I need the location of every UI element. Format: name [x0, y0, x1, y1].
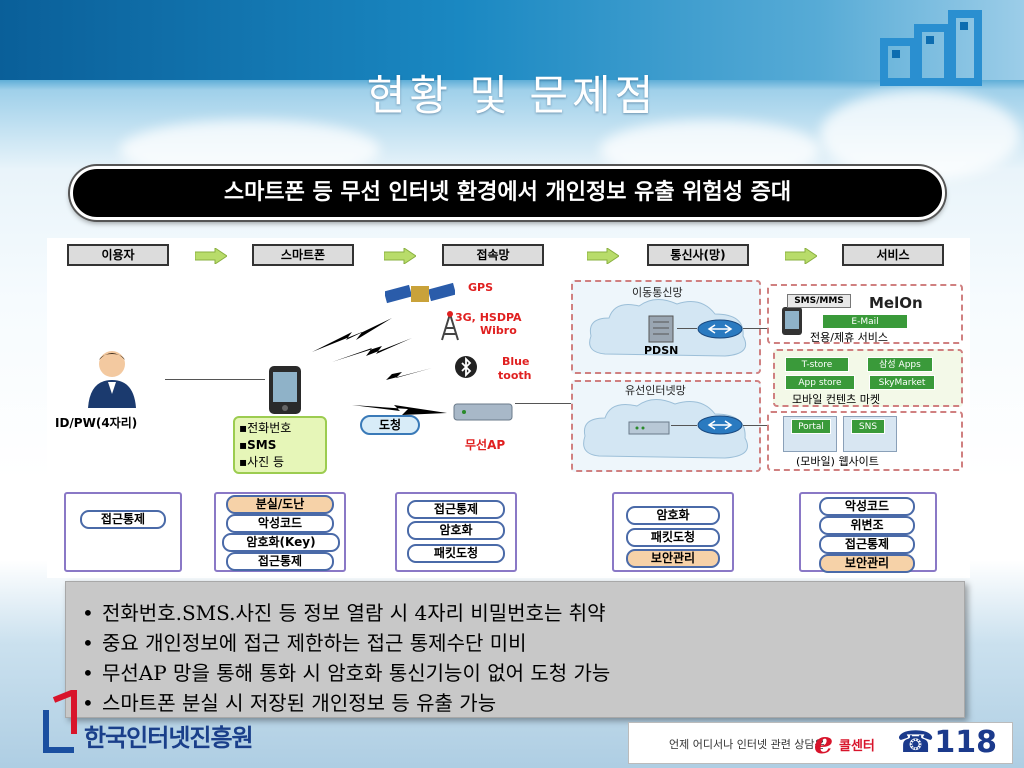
connector-line	[165, 379, 265, 380]
flow-step-user: 이용자	[67, 244, 169, 266]
wired-network-label: 유선인터넷망	[625, 384, 686, 397]
connector-line	[671, 425, 697, 426]
dedicated-service-label: 전용/제휴 서비스	[810, 331, 889, 344]
user-credential-label: ID/PW(4자리)	[55, 416, 138, 430]
connector-line	[743, 328, 773, 329]
control-item: 분실/도난	[226, 495, 334, 514]
phone-item: ▪SMS	[239, 438, 277, 452]
control-item: 악성코드	[819, 497, 915, 516]
issue-item: 스마트폰 분실 시 저장된 개인정보 등 유출 가능	[82, 688, 964, 718]
control-box-access-network: 접근통제 암호화 패킷도청	[395, 492, 517, 572]
wireless-ap-label: 무선AP	[465, 438, 506, 452]
issue-item: 전화번호.SMS.사진 등 정보 열람 시 4자리 비밀번호는 취약	[82, 598, 964, 628]
flow-step-access-network: 접속망	[442, 244, 544, 266]
call-center-number: ☎118	[897, 725, 997, 760]
control-item: 접근통제	[407, 500, 505, 519]
headline-banner: 스마트폰 등 무선 인터넷 환경에서 개인정보 유출 위험성 증대	[70, 166, 945, 220]
control-box-carrier: 암호화 패킷도청 보안관리	[612, 492, 734, 572]
samsung-apps-badge: 삼성 Apps	[867, 357, 933, 372]
wireless-ap-icon	[453, 403, 513, 421]
tstore-badge: T-store	[785, 357, 849, 372]
smartphone-icon	[782, 307, 802, 335]
flow-arrow-icon	[587, 248, 619, 264]
network-3g-label: 3G, HSDPA	[455, 311, 522, 324]
email-badge: E-Mail	[822, 314, 908, 329]
satellite-icon	[385, 282, 455, 304]
control-box-service: 악성코드 위변조 접근통제 보안관리	[799, 492, 937, 573]
control-item: 패킷도청	[626, 528, 720, 547]
control-item: 암호화(Key)	[222, 533, 340, 552]
flow-arrow-icon	[785, 248, 817, 264]
control-item: 보안관리	[626, 549, 720, 568]
organization-name: 한국인터넷진흥원	[84, 724, 254, 752]
control-item: 접근통제	[819, 535, 915, 554]
call-center-text: 언제 어디서나 인터넷 관련 상담은	[669, 738, 825, 751]
connector-line	[677, 328, 697, 329]
flow-step-service: 서비스	[842, 244, 944, 266]
app-store-badge: App store	[785, 375, 855, 390]
user-person-icon	[88, 351, 136, 408]
control-item: 접근통제	[226, 552, 334, 571]
e-logo: e	[814, 726, 834, 761]
pdsn-label: PDSN	[644, 344, 679, 357]
router-icon	[697, 319, 743, 339]
flow-arrow-icon	[384, 248, 416, 264]
switch-icon	[628, 421, 670, 435]
bluetooth-icon	[455, 356, 477, 378]
issue-bullet-box: 전화번호.SMS.사진 등 정보 열람 시 4자리 비밀번호는 취약 중요 개인…	[65, 581, 965, 718]
smartphone-icon	[269, 366, 301, 414]
bluetooth-label: Blue	[502, 355, 530, 368]
mobile-network-label: 이동통신망	[632, 286, 683, 299]
control-item: 접근통제	[80, 510, 166, 529]
control-item: 보안관리	[819, 554, 915, 573]
flow-step-smartphone: 스마트폰	[252, 244, 354, 266]
sms-mms-badge: SMS/MMS	[787, 294, 851, 308]
issue-list: 전화번호.SMS.사진 등 정보 열람 시 4자리 비밀번호는 취약 중요 개인…	[66, 582, 964, 718]
issue-item: 중요 개인정보에 접근 제한하는 접근 통제수단 미비	[82, 628, 964, 658]
control-box-user: 접근통제	[64, 492, 182, 572]
mobile-privacy-diagram: 이용자 스마트폰 접속망 통신사(망) 서비스 ID/PW(4자리) ▪전화번호…	[47, 238, 970, 578]
cell-tower-icon	[441, 311, 459, 341]
phone-item: ▪전화번호	[239, 421, 292, 435]
sns-badge: SNS	[851, 419, 885, 434]
control-item: 악성코드	[226, 514, 334, 533]
wireless-signal-icon	[352, 405, 447, 415]
mobile-market-label: 모바일 컨텐츠 마켓	[792, 393, 880, 406]
control-item: 암호화	[407, 521, 505, 540]
website-label: (모바일) 웹사이트	[796, 455, 879, 468]
control-box-smartphone: 분실/도난 악성코드 암호화(Key) 접근통제	[214, 492, 346, 572]
bluetooth-label: tooth	[498, 369, 532, 382]
pdsn-server-icon	[648, 315, 674, 343]
connector-line	[743, 425, 769, 426]
control-item: 암호화	[626, 506, 720, 525]
wireless-signal-icon	[312, 318, 392, 352]
phone-item: ▪사진 등	[239, 455, 285, 469]
skymarket-badge: SkyMarket	[869, 375, 935, 390]
kisa-logo-icon	[43, 690, 77, 753]
header-band	[0, 0, 1024, 80]
control-item: 위변조	[819, 516, 915, 535]
portal-badge: Portal	[791, 419, 831, 434]
flow-arrow-icon	[195, 248, 227, 264]
issue-item: 무선AP 망을 통해 통화 시 암호화 통신기능이 없어 도청 가능	[82, 658, 964, 688]
eavesdrop-label: 도청	[360, 415, 420, 435]
cloud-decoration	[820, 90, 1020, 180]
gps-label: GPS	[468, 281, 494, 294]
flow-step-carrier: 통신사(망)	[647, 244, 749, 266]
control-item: 패킷도청	[407, 544, 505, 563]
slide-title: 현황 및 문제점	[366, 71, 658, 120]
call-center-banner: 언제 어디서나 인터넷 관련 상담은 e 콜센터 ☎118	[628, 722, 1013, 764]
melon-logo: MelOn	[869, 294, 923, 312]
wireless-signal-icon	[352, 368, 432, 382]
building-logo-icon	[880, 10, 982, 86]
router-icon	[697, 415, 743, 435]
phone-data-box: ▪전화번호 ▪SMS ▪사진 등	[233, 416, 327, 474]
call-center-label: 콜센터	[839, 739, 875, 754]
wireless-signal-icon	[332, 338, 412, 362]
network-wibro-label: Wibro	[480, 324, 517, 337]
